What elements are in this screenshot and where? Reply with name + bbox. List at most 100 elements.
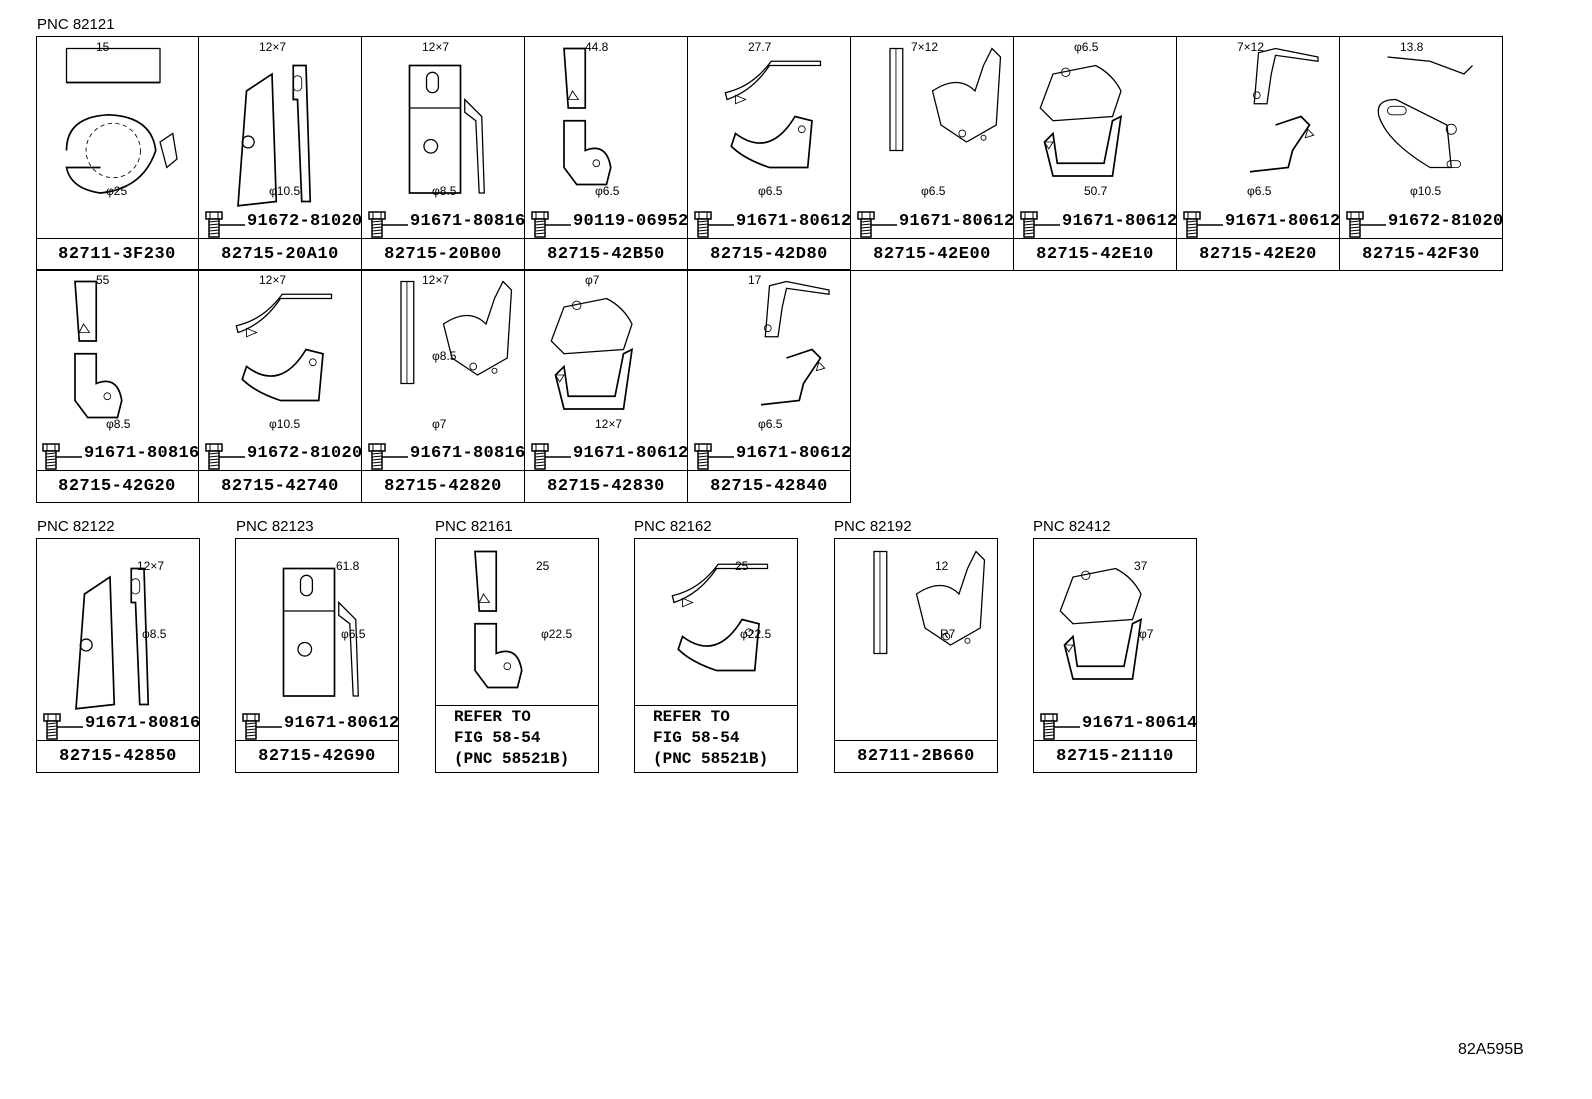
bolt-part-number: 91671-80612: [1062, 212, 1178, 231]
bolt-part-number: 91671-80612: [284, 714, 400, 733]
bolt-part-number: 91672-81020: [1388, 212, 1504, 231]
bolt-icon: [205, 443, 245, 470]
refer-to-figure-note: REFER TO FIG 58-54 (PNC 58521B): [653, 708, 769, 768]
refer-to-figure-note: REFER TO FIG 58-54 (PNC 58521B): [454, 708, 570, 768]
dimension-label: φ6.5: [758, 417, 783, 431]
dimension-label: 37: [1134, 559, 1148, 573]
figure-id: 82A595B: [1458, 1041, 1524, 1058]
bolt-part-number: 91671-80816: [410, 444, 526, 463]
part-number: 82715-42840: [688, 470, 850, 502]
dimension-label: R7: [940, 627, 956, 641]
part-number: 82715-42830: [525, 470, 687, 502]
part-number: 82715-20B00: [362, 238, 524, 270]
bolt-callout: 91671-80816: [41, 711, 206, 740]
part-cell[interactable]: φ6.5 50.7 91671-80612 82715-42E10: [1014, 36, 1177, 271]
dimension-label: 7×12: [1237, 40, 1265, 54]
bolt-callout: 91672-81020: [203, 209, 368, 238]
part-number: 82715-42F30: [1340, 238, 1502, 270]
part-cell[interactable]: 13.8 φ10.5 91672-81020 82715-42F30: [1340, 36, 1503, 271]
part-number: 82715-42850: [37, 740, 199, 772]
dimension-label: 50.7: [1084, 184, 1108, 198]
bolt-callout: 91671-80612: [1181, 209, 1346, 238]
bolt-icon: [1020, 211, 1060, 238]
bracket-drawing-icon: [237, 64, 312, 207]
dimension-label: 12×7: [137, 559, 165, 573]
pnc-label-82121: PNC 82121: [37, 16, 115, 33]
bracket-drawing-icon: [408, 64, 485, 194]
bolt-callout: 91671-80612: [692, 209, 857, 238]
bolt-part-number: 91671-80612: [1225, 212, 1341, 231]
bolt-callout: 91671-80816: [366, 209, 531, 238]
bracket-drawing-icon: [1249, 47, 1319, 173]
bolt-callout: 91671-80612: [1018, 209, 1183, 238]
bolt-part-number: 90119-06952: [573, 212, 689, 231]
part-number: 82711-3F230: [36, 238, 198, 270]
pnc-label-82412: PNC 82412: [1033, 518, 1111, 535]
bolt-part-number: 91671-80612: [736, 444, 852, 463]
bolt-icon: [694, 211, 734, 238]
dimension-label: φ7: [585, 273, 600, 287]
bracket-drawing-icon: [282, 567, 359, 697]
dimension-label: 7×12: [911, 40, 939, 54]
dimension-label: 13.8: [1400, 40, 1424, 54]
bolt-icon: [1040, 713, 1080, 740]
bracket-drawing-icon: [400, 280, 513, 385]
dimension-label: 12×7: [422, 273, 450, 287]
divider: [436, 705, 598, 706]
bracket-drawing-icon: [474, 550, 523, 689]
part-number: 82711-2B660: [835, 740, 997, 772]
bracket-drawing-icon: [235, 293, 333, 402]
dimension-label: 55: [96, 273, 110, 287]
bracket-drawing-icon: [65, 47, 178, 194]
dimension-label: φ6.5: [595, 184, 620, 198]
bracket-drawing-icon: [724, 60, 822, 169]
part-number: 82715-42E10: [1014, 238, 1176, 270]
bracket-drawing-icon: [1039, 64, 1123, 177]
dimension-label: 17: [748, 273, 762, 287]
part-cell[interactable]: 17 φ6.5 91671-80612 82715-42840: [688, 269, 851, 503]
bolt-part-number: 91671-80816: [410, 212, 526, 231]
bolt-icon: [368, 443, 408, 470]
bolt-icon: [205, 211, 245, 238]
bolt-part-number: 91671-80612: [899, 212, 1015, 231]
bolt-part-number: 91672-81020: [247, 212, 363, 231]
dimension-label: φ6.5: [758, 184, 783, 198]
dimension-label: 25: [735, 559, 749, 573]
bolt-callout: 91672-81020: [203, 441, 368, 470]
dimension-label: 12×7: [595, 417, 623, 431]
part-number: 82715-21110: [1034, 740, 1196, 772]
dimension-label: φ7: [1139, 627, 1154, 641]
bolt-part-number: 91672-81020: [247, 444, 363, 463]
bolt-callout: 91671-80614: [1038, 711, 1203, 740]
dimension-label: φ8.5: [106, 417, 131, 431]
dimension-label: φ25: [106, 184, 128, 198]
bolt-callout: 91671-80612: [855, 209, 1020, 238]
bolt-icon: [1183, 211, 1223, 238]
dimension-label: φ10.5: [1410, 184, 1442, 198]
bolt-icon: [694, 443, 734, 470]
dimension-label: φ22.5: [541, 627, 573, 641]
dimension-label: 27.7: [748, 40, 772, 54]
bolt-icon: [1346, 211, 1386, 238]
bracket-drawing-icon: [671, 563, 769, 672]
bolt-icon: [42, 443, 82, 470]
bolt-part-number: 91671-80816: [84, 444, 200, 463]
dimension-label: φ6.5: [1074, 40, 1099, 54]
